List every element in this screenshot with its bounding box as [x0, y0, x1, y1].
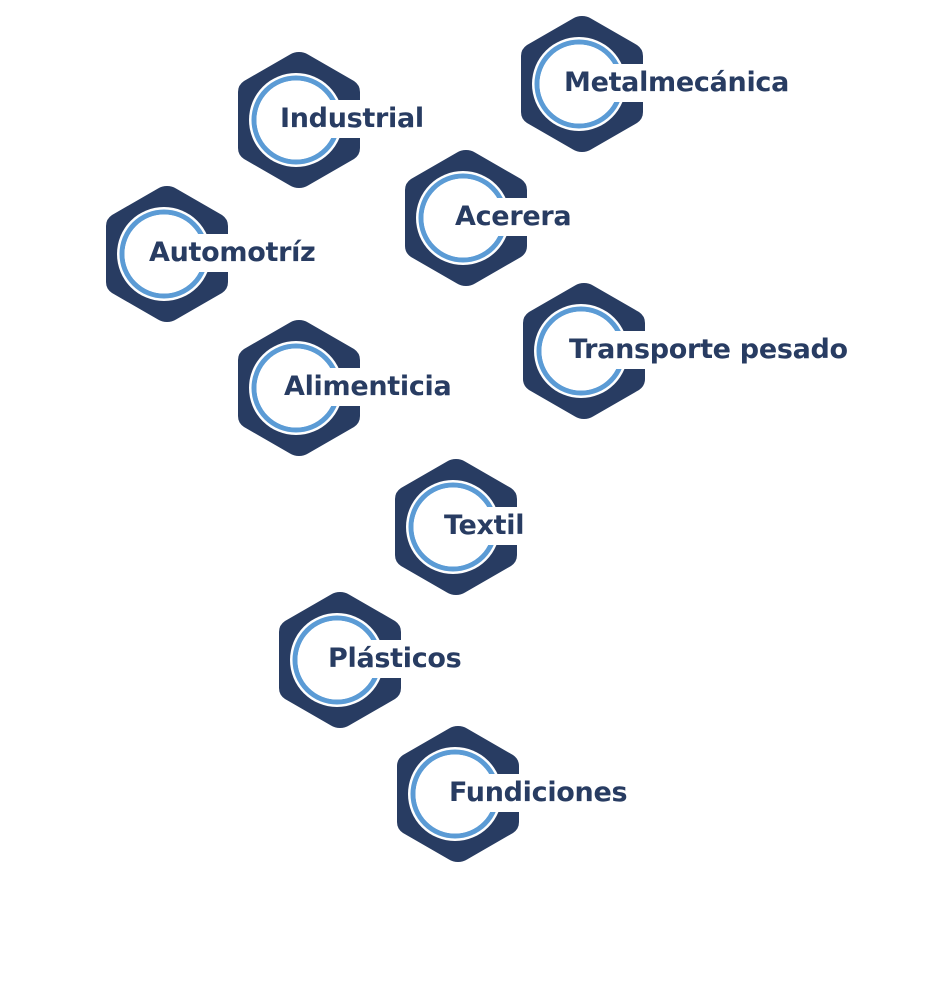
industry-label: Industrial [278, 100, 426, 138]
industry-node: Textil [393, 457, 527, 597]
industry-node: Industrial [236, 50, 426, 190]
industry-node: Alimenticia [236, 318, 454, 458]
industry-node: Fundiciones [395, 724, 630, 864]
industry-label: Metalmecánica [562, 64, 792, 102]
industry-node: Transporte pesado [521, 281, 850, 421]
industry-node: Plásticos [277, 590, 464, 730]
industry-node: Acerera [403, 148, 574, 288]
industry-label: Transporte pesado [567, 331, 850, 369]
industry-label: Fundiciones [447, 774, 630, 812]
industry-label: Textil [442, 507, 527, 545]
industry-label: Alimenticia [282, 368, 454, 406]
industry-node: Metalmecánica [519, 14, 792, 154]
industry-label: Plásticos [326, 640, 464, 678]
industry-label: Acerera [453, 198, 574, 236]
industry-label: Automotríz [147, 234, 318, 272]
industry-node: Automotríz [104, 184, 318, 324]
